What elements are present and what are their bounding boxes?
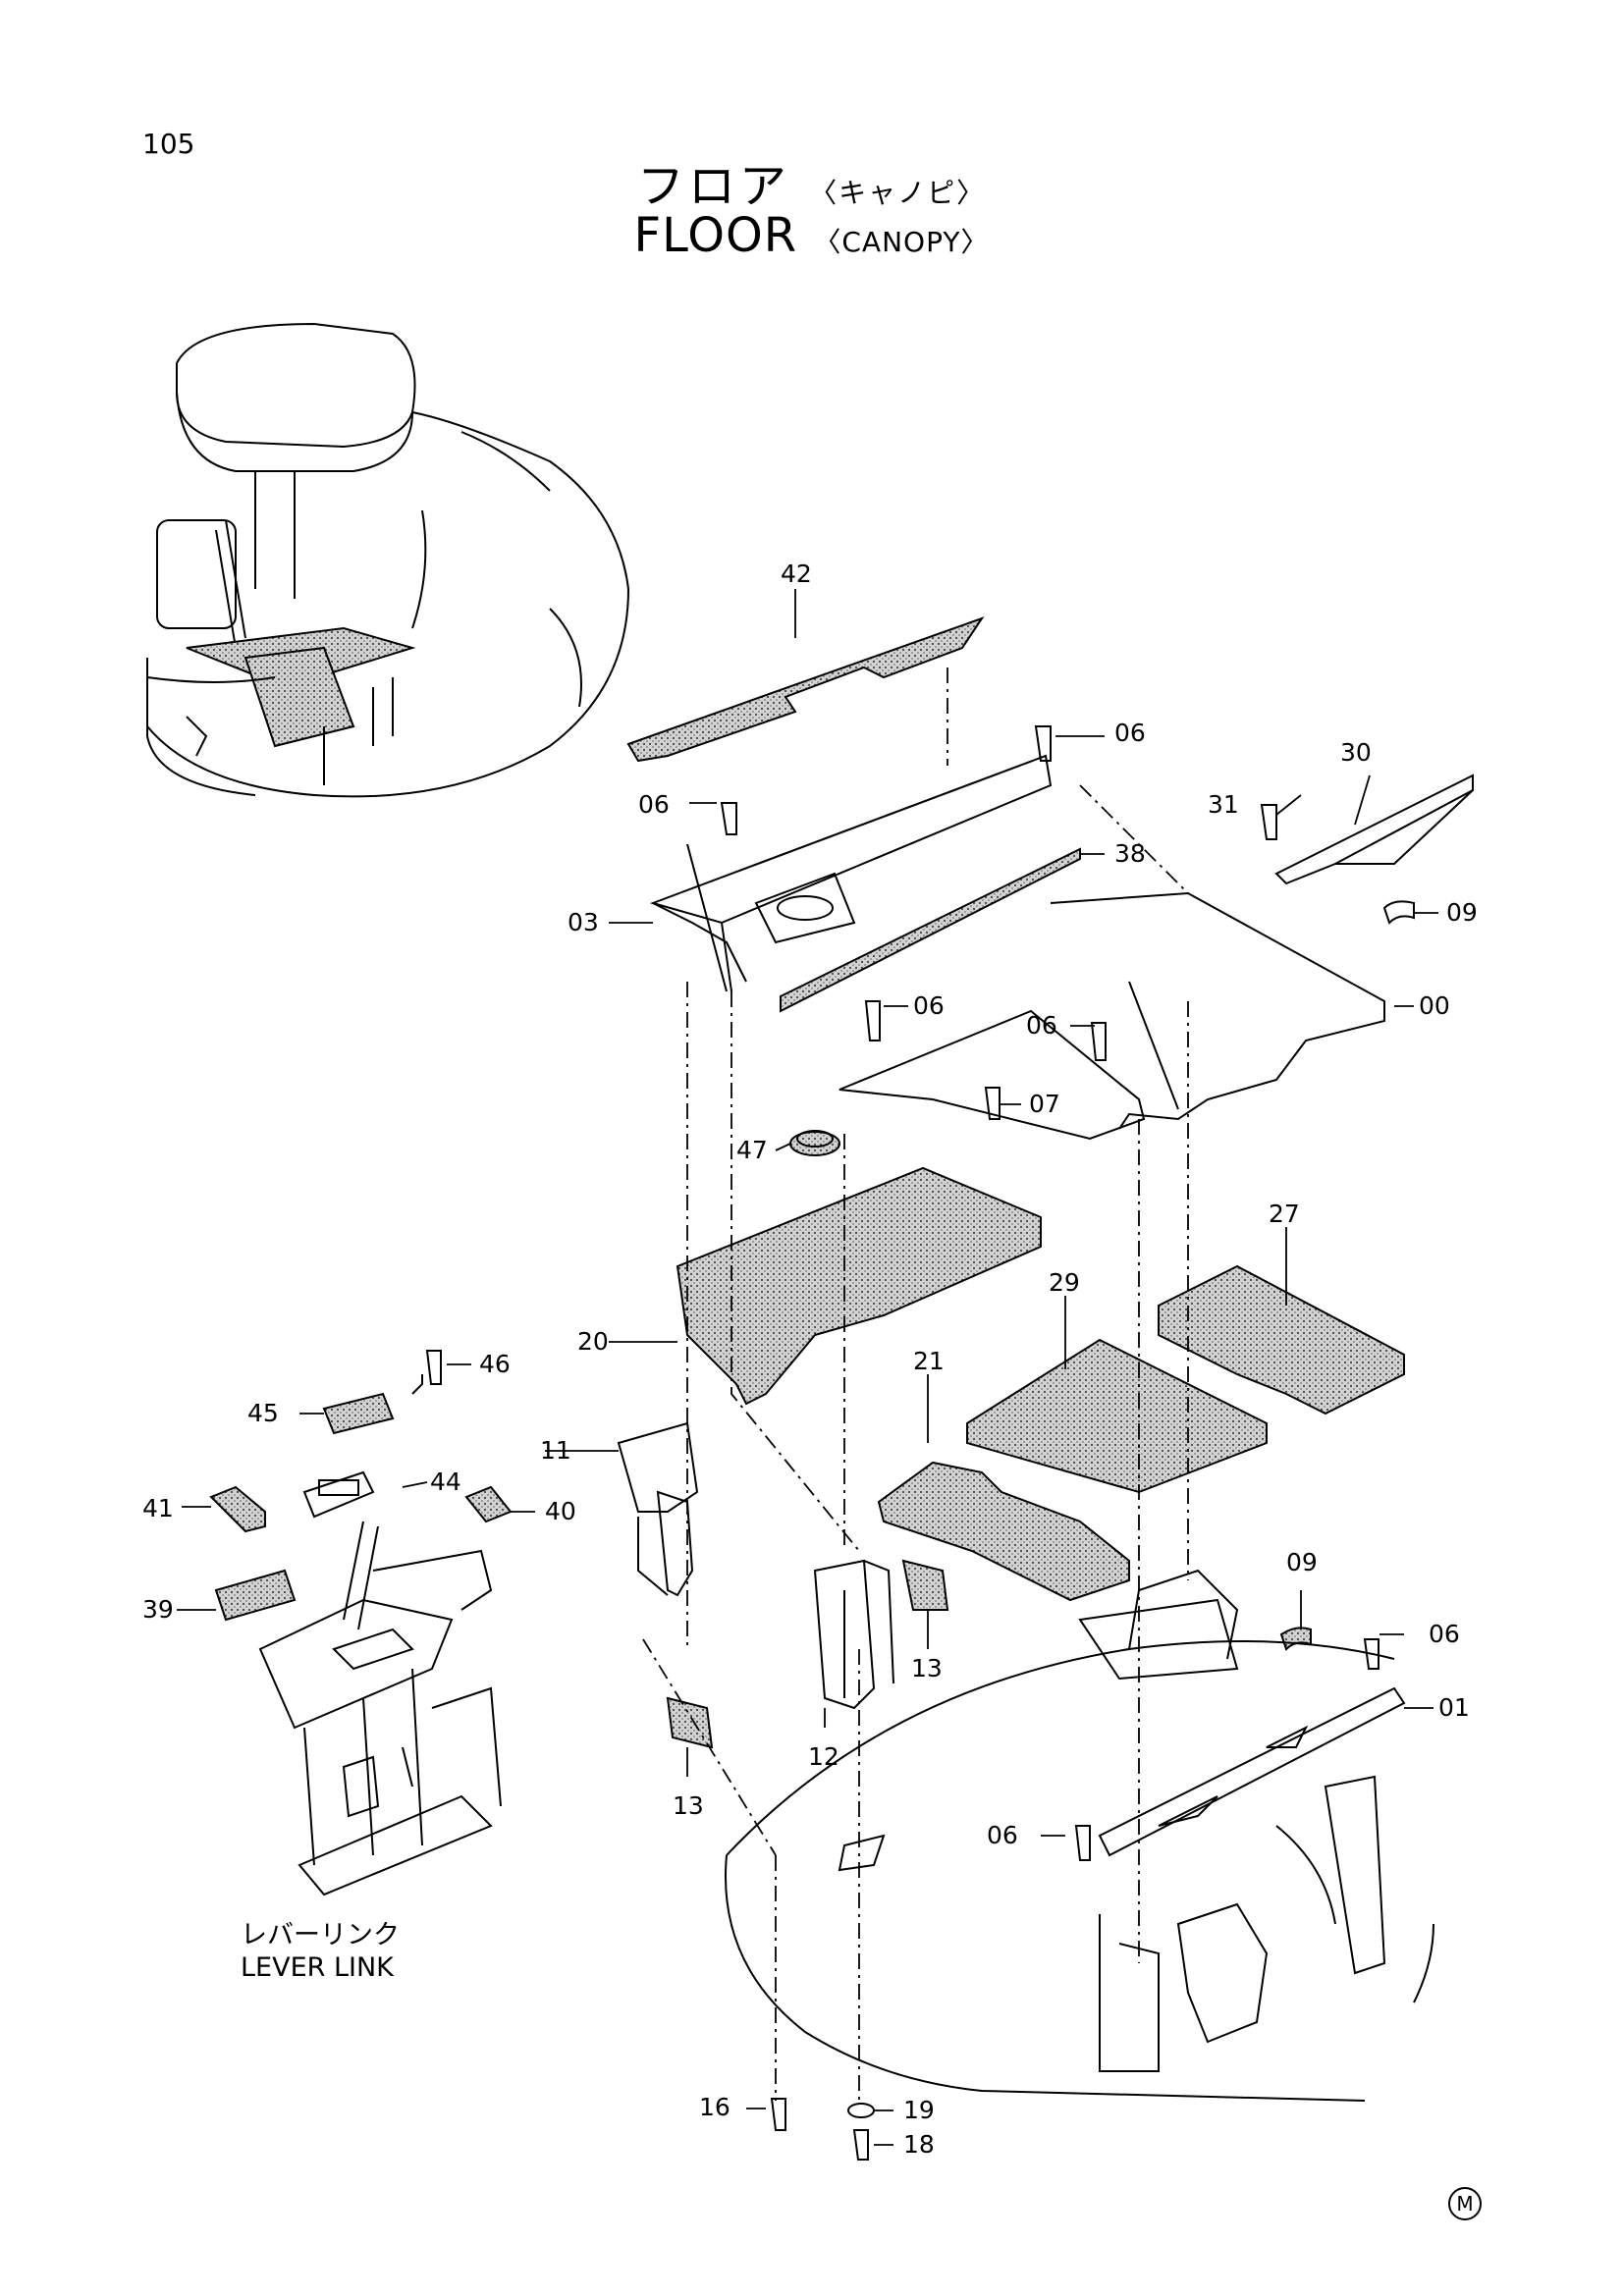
overview-machine-illustration — [146, 322, 630, 798]
leader-lines — [177, 589, 1438, 2146]
callout-40: 40 — [545, 1497, 576, 1525]
callout-38: 38 — [1114, 839, 1146, 868]
callout-13: 13 — [911, 1654, 943, 1682]
callout-06: 06 — [1026, 1011, 1057, 1040]
callout-16: 16 — [699, 2093, 730, 2121]
callout-21: 21 — [913, 1347, 945, 1375]
callout-07: 07 — [1029, 1090, 1060, 1118]
callout-12: 12 — [808, 1742, 839, 1771]
callout-20: 20 — [577, 1327, 609, 1356]
bolts — [425, 725, 1380, 2161]
callout-06: 06 — [1114, 719, 1146, 747]
callout-31: 31 — [1208, 790, 1239, 819]
callout-06: 06 — [913, 991, 945, 1020]
callout-labels: 42 06 06 30 31 38 03 09 06 00 06 07 47 2… — [142, 560, 1478, 2159]
callout-45: 45 — [247, 1399, 279, 1427]
callout-46: 46 — [479, 1350, 511, 1378]
callout-01: 01 — [1438, 1693, 1470, 1722]
title-jp-sub: 〈キャノピ〉 — [809, 177, 987, 209]
title-jp-main: フロア — [636, 159, 790, 214]
title-english: FLOOR 〈CANOPY〉 — [0, 208, 1623, 263]
callout-30: 30 — [1340, 738, 1372, 767]
callout-09: 09 — [1286, 1548, 1318, 1576]
title-japanese: フロア 〈キャノピ〉 — [0, 147, 1623, 216]
callout-27: 27 — [1269, 1200, 1300, 1228]
callout-06: 06 — [638, 790, 670, 819]
callout-39: 39 — [142, 1595, 174, 1624]
callout-09: 09 — [1446, 898, 1478, 927]
callout-18: 18 — [903, 2130, 935, 2159]
page-number: 105 — [142, 128, 195, 160]
title-en-main: FLOOR — [633, 208, 798, 263]
callout-11: 11 — [540, 1436, 571, 1465]
callout-06: 06 — [1429, 1620, 1460, 1648]
callout-03: 03 — [568, 908, 599, 936]
callout-06: 06 — [987, 1821, 1018, 1849]
callout-29: 29 — [1049, 1268, 1080, 1297]
title-en-sub: 〈CANOPY〉 — [813, 226, 990, 258]
callout-00: 00 — [1419, 991, 1450, 1020]
callout-13: 13 — [673, 1791, 704, 1820]
corner-m-mark: M — [1448, 2187, 1482, 2220]
callout-19: 19 — [903, 2096, 935, 2124]
callout-47: 47 — [736, 1136, 768, 1164]
lever-link-assembly — [209, 1374, 513, 1896]
assembly-guide-lines — [642, 667, 1189, 2101]
callout-44: 44 — [430, 1468, 461, 1496]
section-label-english: LEVER LINK — [241, 1952, 395, 1983]
section-label-japanese: レバーリンク — [241, 1920, 400, 1950]
callout-41: 41 — [142, 1494, 174, 1522]
callout-42: 42 — [781, 560, 812, 588]
